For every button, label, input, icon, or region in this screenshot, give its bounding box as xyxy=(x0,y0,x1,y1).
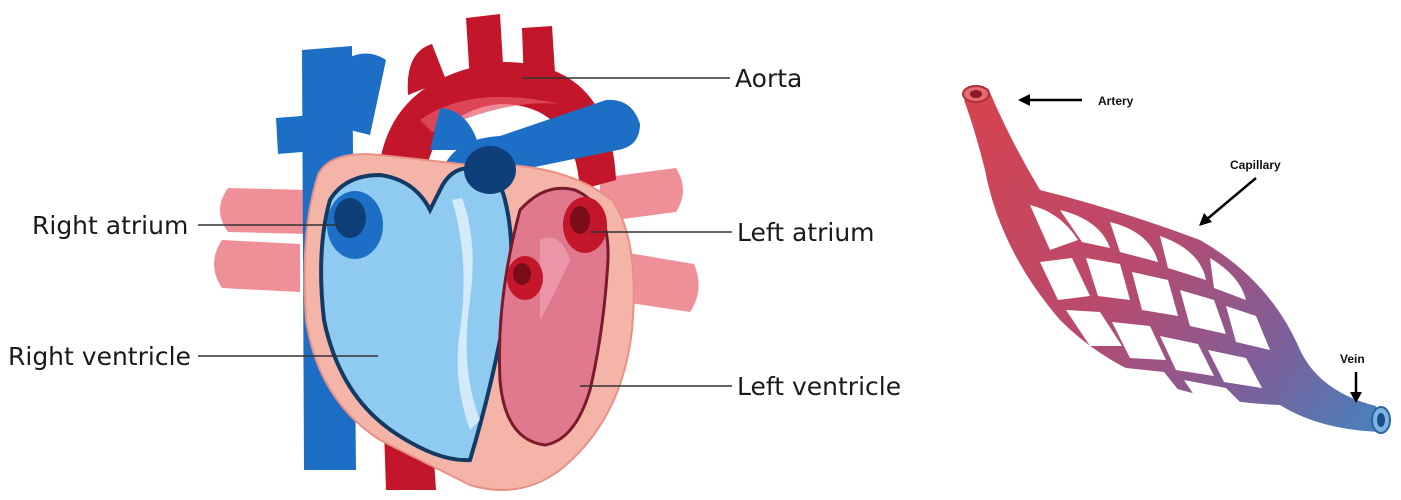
label-left-atrium: Left atrium xyxy=(737,218,875,247)
heart-illustration xyxy=(214,14,699,490)
label-left-ventricle: Left ventricle xyxy=(737,372,901,401)
label-right-atrium: Right atrium xyxy=(32,211,188,240)
label-right-ventricle: Right ventricle xyxy=(8,342,191,371)
label-aorta: Aorta xyxy=(735,64,802,93)
capillary-bed-illustration xyxy=(963,86,1390,433)
label-artery: Artery xyxy=(1098,94,1134,108)
label-vein: Vein xyxy=(1340,352,1365,366)
label-capillary: Capillary xyxy=(1230,158,1281,172)
